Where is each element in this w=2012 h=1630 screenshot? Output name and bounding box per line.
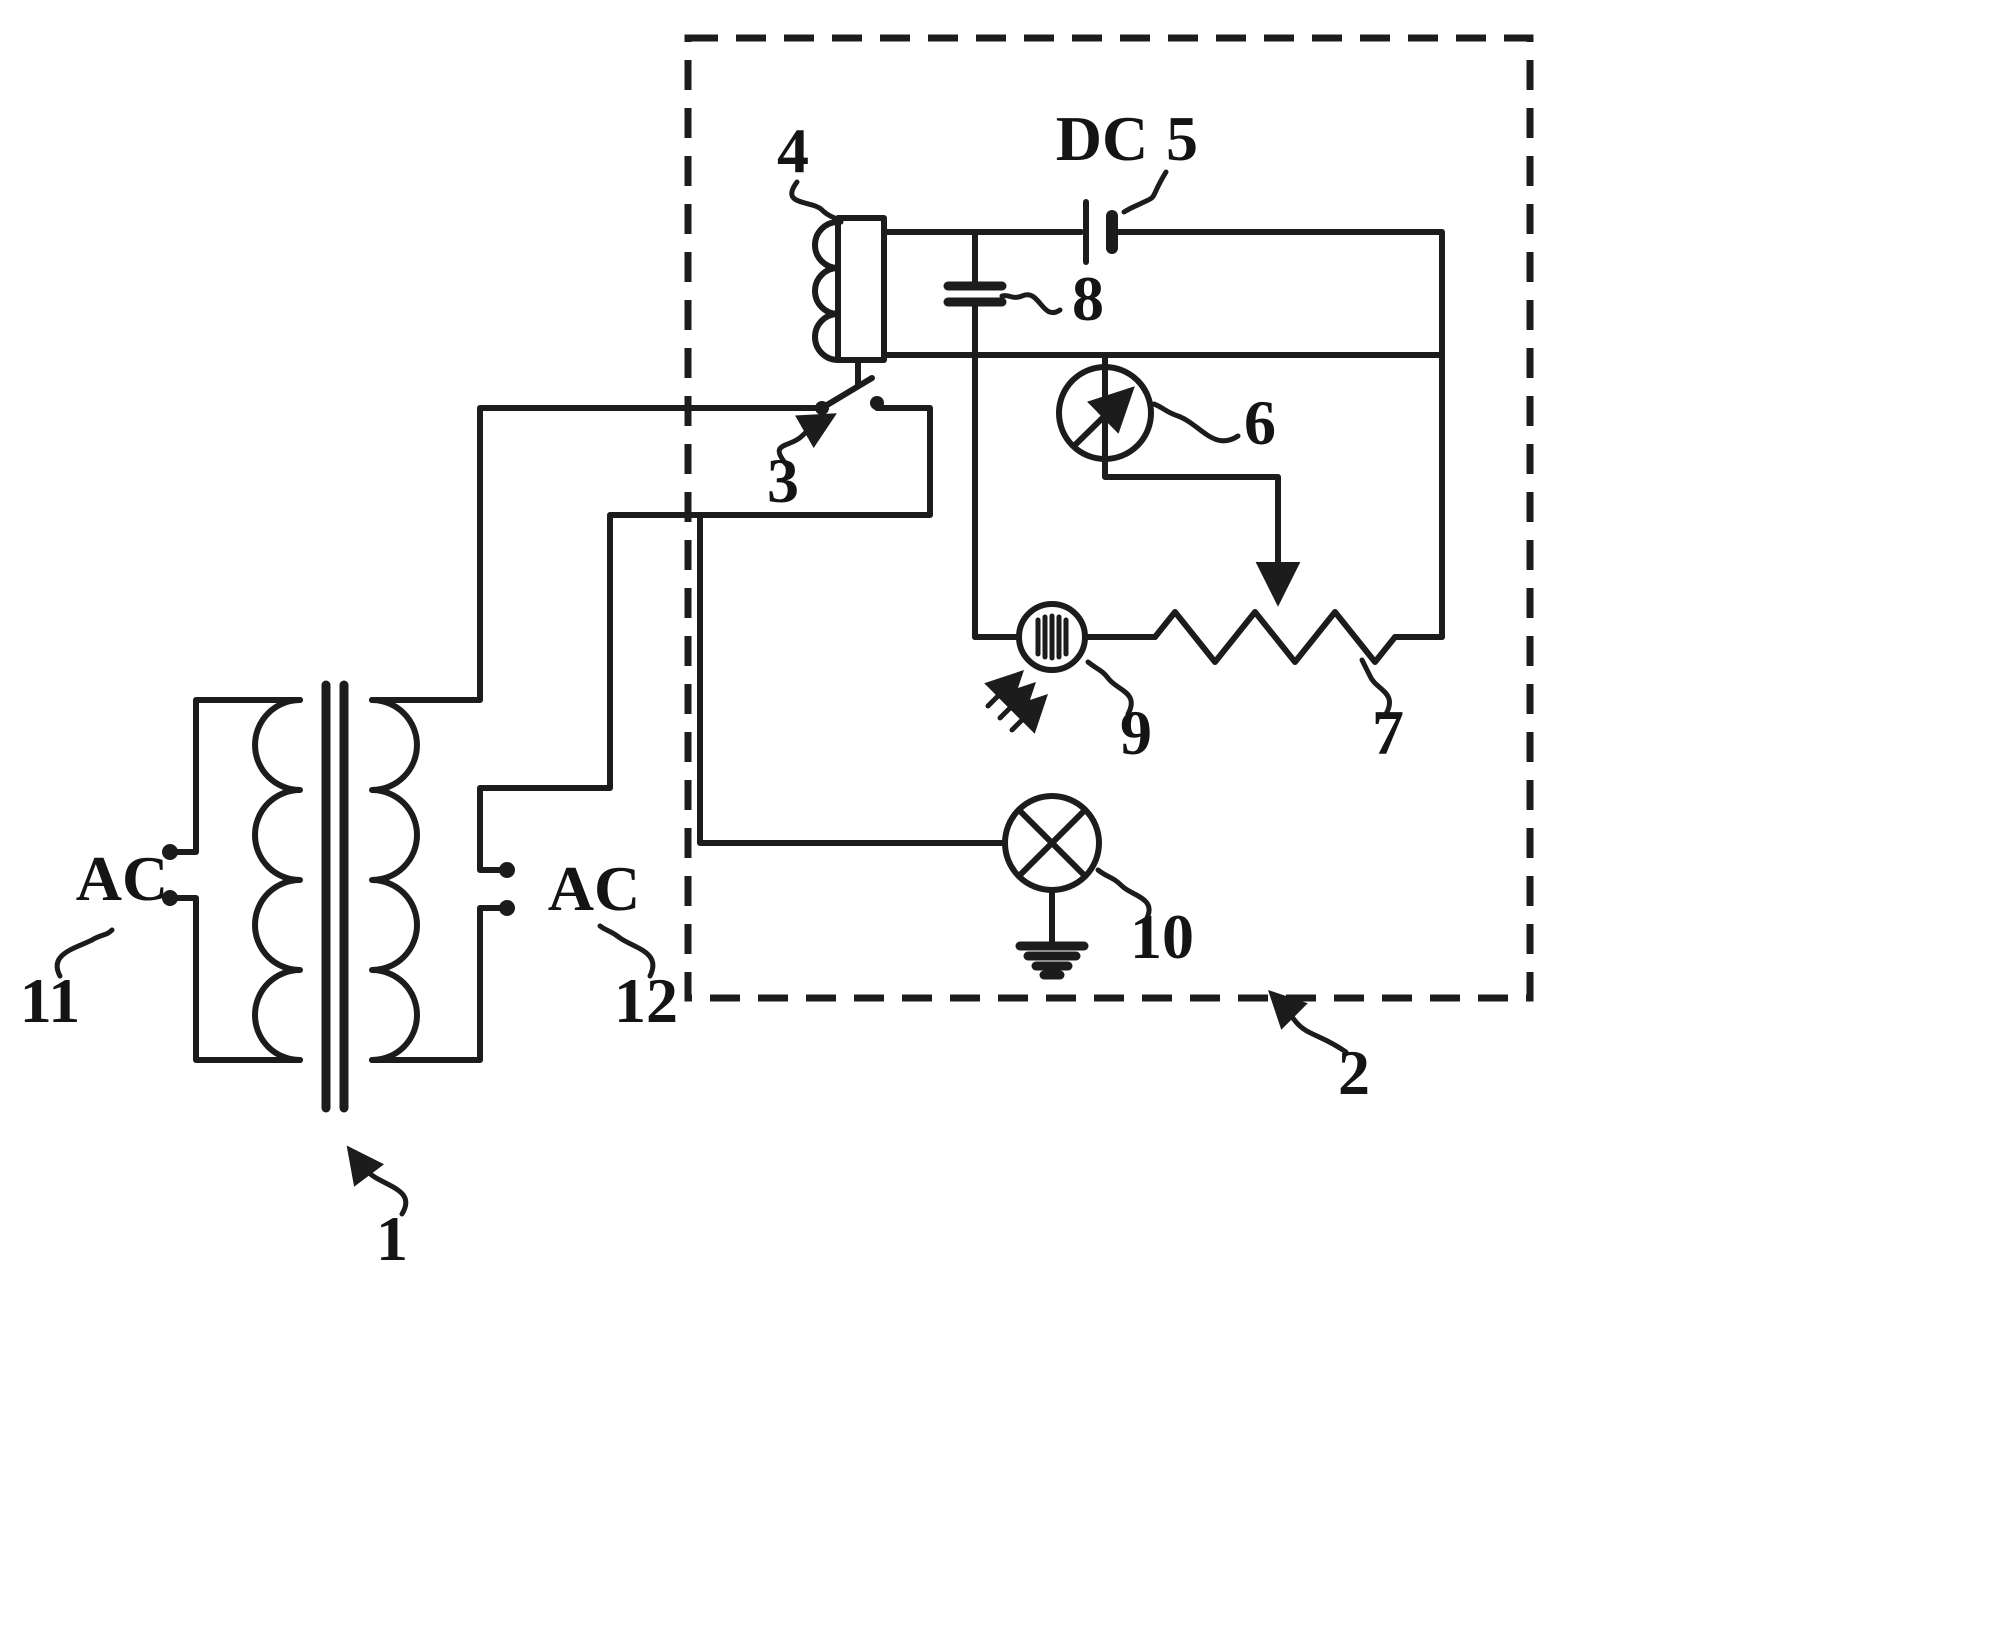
label-transformer: 1 [376,1203,408,1274]
leader-lines [54,169,1392,1217]
ac-output-terminal-dot [499,862,515,878]
leader-ref3 [776,413,837,467]
label-dc-source: 5 [1166,103,1198,174]
label-relay-coil: 4 [777,115,809,186]
relay-body [835,215,887,363]
lamp [697,512,1102,949]
label-relay-switch: 3 [767,445,799,516]
leader-ref4 [789,179,844,225]
leader-ref9 [1085,659,1134,717]
light-ray-arrow [1008,694,1048,734]
leader-ref11 [54,927,115,979]
label-ac-output-text: AC [548,853,640,924]
relay-coil-turns [812,219,841,363]
primary-wire-top [175,697,303,855]
label-lamp: 10 [1130,901,1194,972]
labels: 4 DC 5 8 3 6 7 9 10 2 1 AC 11 AC 12 [20,103,1404,1274]
ac-output-terminal-dot [499,900,515,916]
wire-ac-output-to-secondary [369,905,503,1063]
relay-switch [815,357,884,415]
wire-battery-to-right-rail [1114,229,1445,640]
leader-ref12 [597,923,656,979]
variable-resistor [1082,609,1445,665]
leader-ref5 [1121,169,1169,215]
relay-coil [812,215,887,363]
label-ac-input-text: AC [76,843,168,914]
ac-input-terminals [162,697,303,1063]
transformer [252,680,420,1113]
leader-ref7 [1359,657,1392,717]
secondary-wiring [369,405,933,1063]
leader-ref6 [1151,401,1241,444]
ground-symbol [1015,941,1089,980]
label-ac-input: 11 [20,965,80,1036]
capacitor [943,229,1007,640]
secondary-winding [369,697,420,1063]
primary-wire-bottom [175,895,303,1063]
label-capacitor: 8 [1072,263,1104,334]
resistor-zigzag [1152,609,1398,665]
wire-switch-to-ac-output [477,405,933,873]
wire-lamp-feed [697,512,1008,846]
ac-input-terminal-dot [162,844,178,860]
label-dc-text: DC [1056,103,1148,174]
label-ac-output: 12 [614,965,678,1036]
switch-blade [819,375,875,411]
photo-sensor [972,601,1088,734]
primary-winding [252,697,303,1063]
switch-contact-dot [870,396,884,410]
label-control-unit: 2 [1338,1037,1370,1108]
lamp-cross [1017,808,1087,878]
leader-ref8 [999,292,1063,315]
label-photo-sensor: 9 [1120,697,1152,768]
transistor-arrow [1072,386,1135,448]
leader-ref1 [346,1145,409,1217]
leader-ref2 [1268,990,1349,1055]
wire-secondary-to-switch [369,405,825,703]
leader-ref10 [1095,867,1152,923]
ac-input-terminal-dot [162,890,178,906]
label-transistor: 6 [1244,387,1276,458]
label-variable-resistor: 7 [1372,697,1404,768]
dc-battery [881,199,1445,640]
transistor [1056,352,1301,607]
